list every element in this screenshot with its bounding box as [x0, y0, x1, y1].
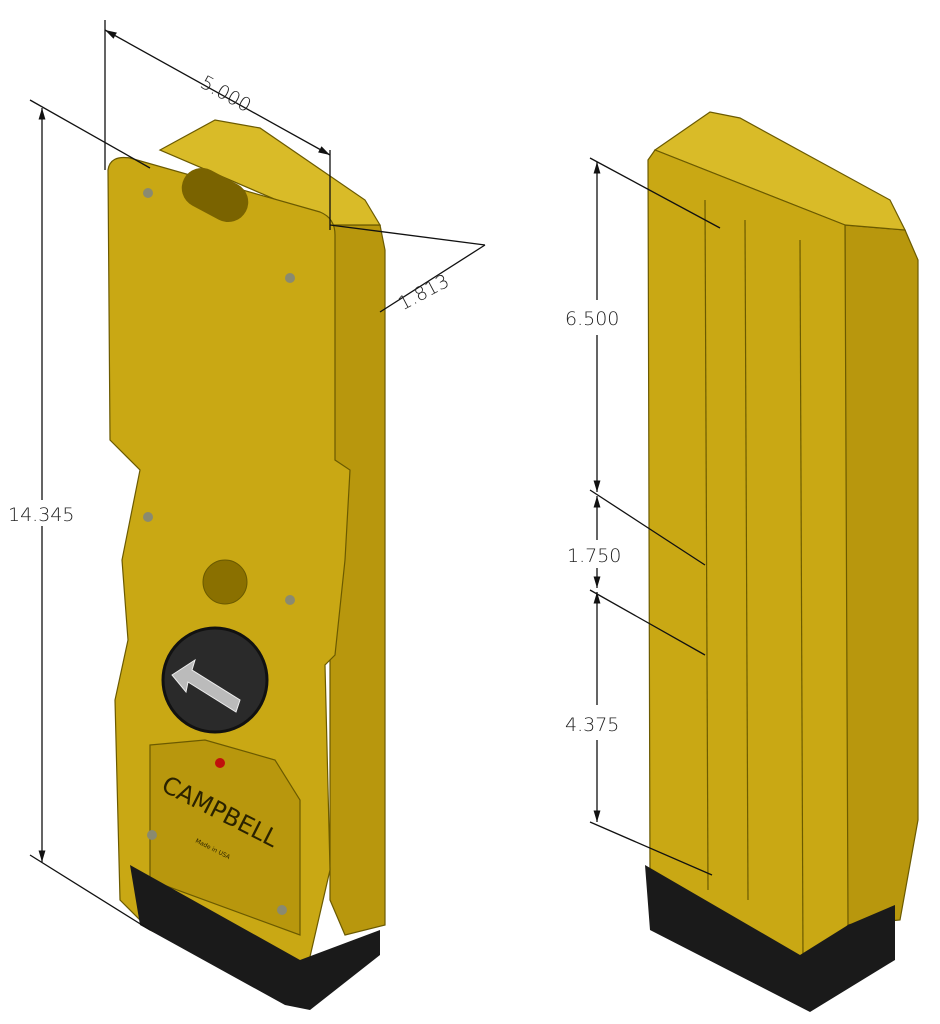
- dimension-height-label: 14.345: [8, 504, 74, 526]
- dimension-height: 14.345: [5, 99, 151, 931]
- dimension-depth-label: 1.813: [395, 270, 453, 315]
- right-device-view: [645, 111, 919, 1012]
- left-device-black-base: [130, 865, 380, 1010]
- left-device-view: CAMPBELL Made in USA: [107, 119, 386, 1010]
- center-hole: [202, 559, 248, 605]
- red-indicator-light: [215, 758, 225, 768]
- dimension-lower-label: 4.375: [565, 714, 619, 736]
- right-device-black-base: [645, 865, 895, 1012]
- arrow-indicator-icon: [171, 658, 241, 713]
- rotary-dial: [161, 626, 269, 734]
- screws: [143, 188, 295, 915]
- dimension-upper-label: 6.500: [565, 308, 619, 330]
- dimension-width-label: 5.000: [197, 71, 255, 117]
- slot-hole: [181, 167, 249, 223]
- right-device-right-side: [844, 224, 919, 926]
- dimension-middle-label: 1.750: [567, 545, 621, 567]
- dimension-upper: 6.500 1.750 4.375: [565, 157, 721, 876]
